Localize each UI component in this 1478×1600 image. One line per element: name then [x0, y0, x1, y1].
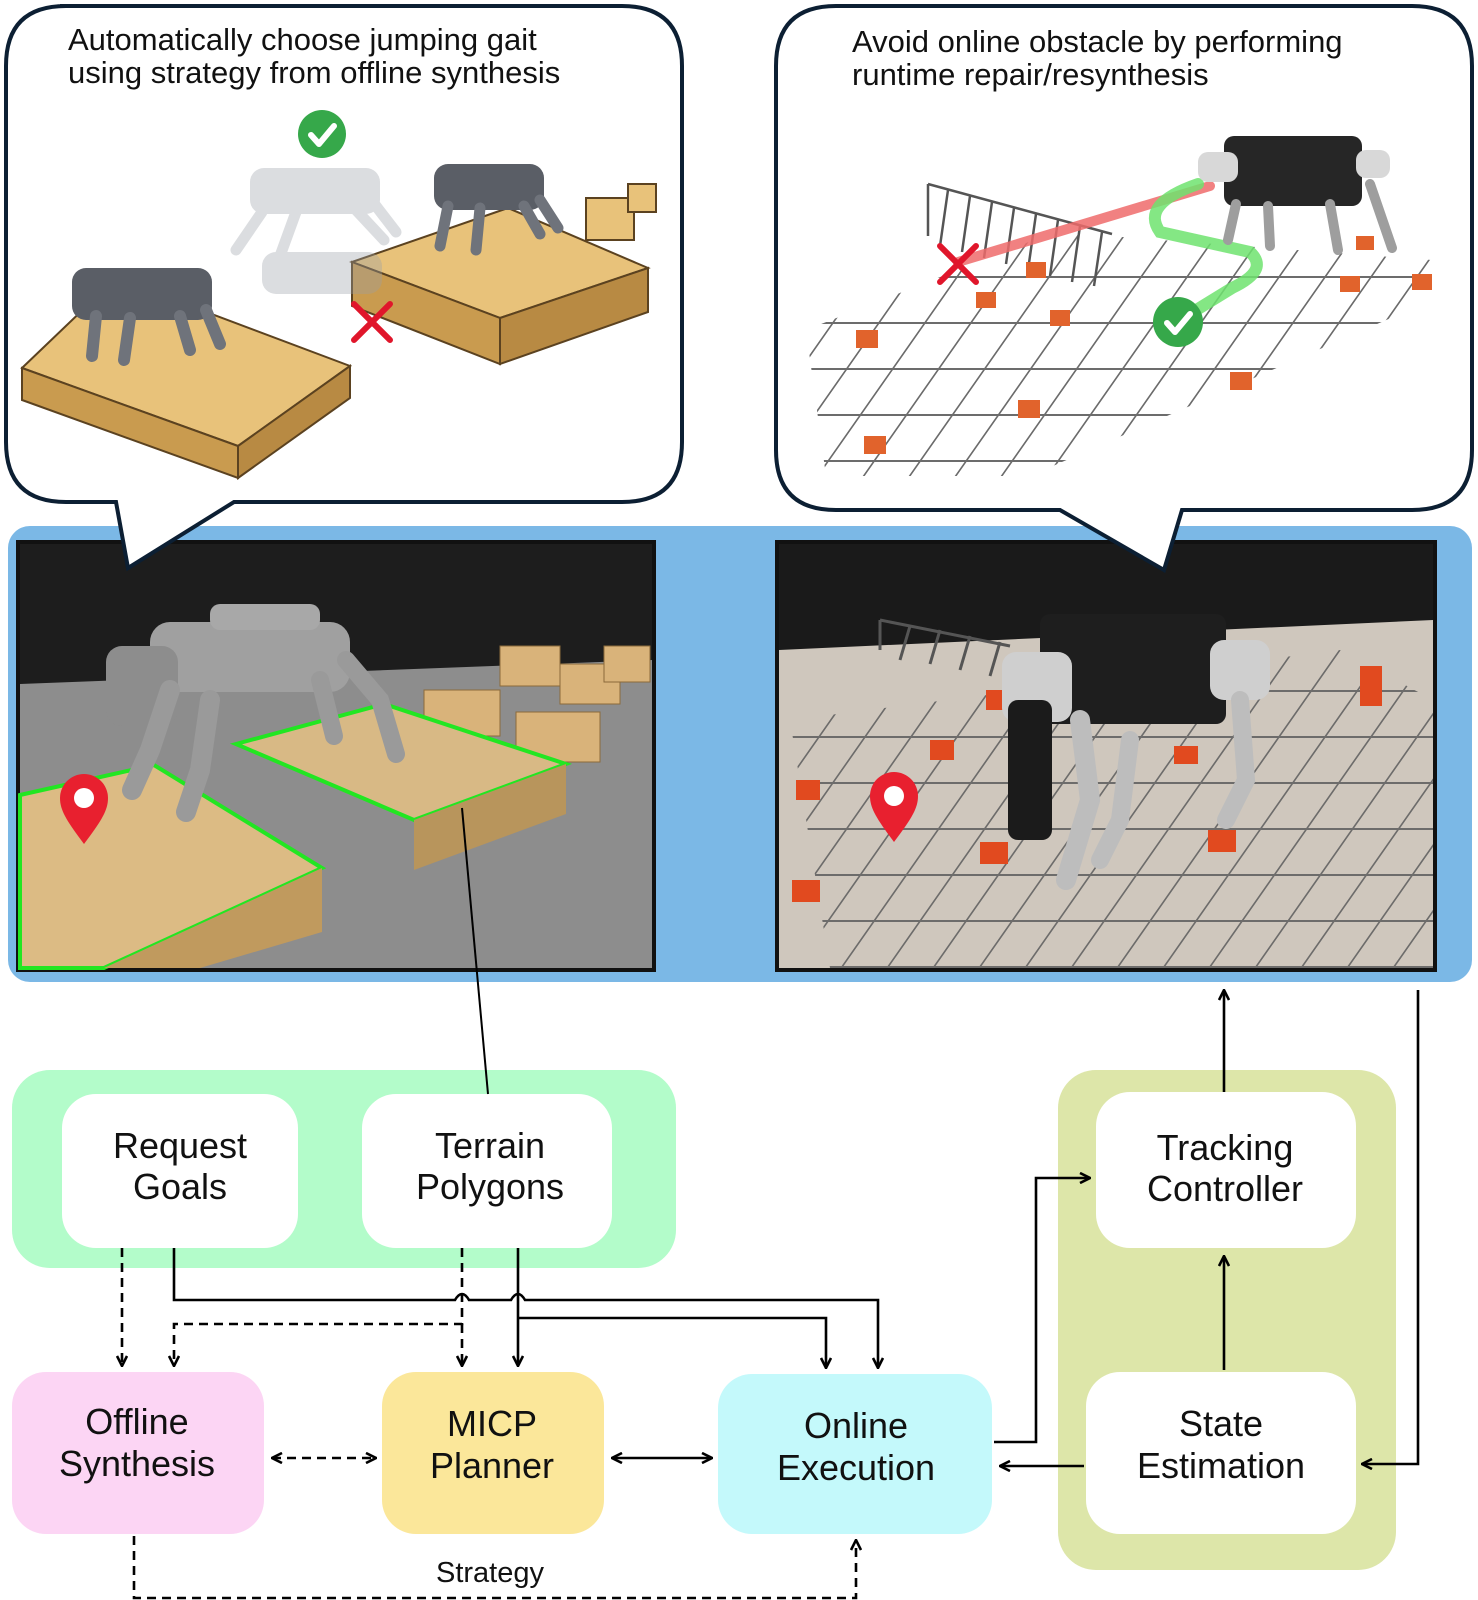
edge-terrain-to-photo: [461, 807, 489, 1095]
bubble-left-line-1: Automatically choose jumping gait: [68, 22, 537, 57]
check-icon: [298, 110, 346, 158]
online-execution-node: Online Execution: [718, 1374, 992, 1534]
bubble-left-line-2: using strategy from offline synthesis: [68, 55, 560, 90]
location-pin-icon: [60, 774, 108, 844]
offline-synthesis-line-1: Offline: [85, 1401, 188, 1442]
bubble-right-line-1: Avoid online obstacle by performing: [852, 24, 1343, 59]
online-execution-line-2: Execution: [777, 1447, 935, 1488]
request-goals-line-1: Request: [113, 1125, 247, 1166]
edge-online-to-tracking: [994, 1178, 1090, 1444]
offline-synthesis-line-2: Synthesis: [59, 1443, 215, 1484]
state-estimation-line-1: State: [1179, 1403, 1263, 1444]
edge-goals-to-online: [172, 1248, 878, 1368]
check-icon: [1153, 297, 1203, 347]
bubble-right: Avoid online obstacle by performing runt…: [774, 4, 1474, 573]
robot-silhouette: [106, 604, 405, 822]
micp-planner-node: MICP Planner: [382, 1372, 604, 1534]
cross-icon: [937, 243, 979, 285]
terrain-polygons-node: Terrain Polygons: [362, 1094, 612, 1248]
strategy-label: Strategy: [436, 1557, 544, 1589]
request-goals-line-2: Goals: [133, 1166, 227, 1207]
robot-silhouette: [1002, 614, 1270, 890]
edge-terrain-to-offline: [174, 1248, 464, 1366]
cross-icon: [351, 301, 393, 343]
robot-ghost: [230, 168, 402, 294]
edge-robot-to-state: [1362, 990, 1420, 1464]
edges: [122, 807, 1420, 1600]
micp-planner-line-1: MICP: [447, 1403, 537, 1444]
photo-obstacle-robot: [775, 540, 1437, 972]
terrain-polygons-line-1: Terrain: [435, 1125, 545, 1166]
tracking-controller-line-1: Tracking: [1157, 1127, 1294, 1168]
bubble-right-line-2: runtime repair/resynthesis: [852, 57, 1209, 92]
robot-illustration: [1198, 136, 1397, 255]
photo-jumping-robot: [16, 540, 656, 972]
request-goals-node: Request Goals: [62, 1094, 298, 1248]
edge-terrain-to-online: [518, 1316, 826, 1368]
offline-synthesis-node: Offline Synthesis: [12, 1372, 264, 1534]
micp-planner-line-2: Planner: [430, 1445, 554, 1486]
tracking-controller-node: Tracking Controller: [1096, 1092, 1356, 1248]
location-pin-icon: [870, 772, 918, 842]
state-estimation-line-2: Estimation: [1137, 1445, 1305, 1486]
tracking-controller-line-2: Controller: [1147, 1168, 1303, 1209]
bubble-left: Automatically choose jumping gait using …: [4, 4, 684, 572]
state-estimation-node: State Estimation: [1086, 1372, 1356, 1534]
edge-strategy: [132, 1536, 856, 1600]
robot-illustration: [434, 164, 564, 256]
terrain-polygons-line-2: Polygons: [416, 1166, 564, 1207]
robot-illustration: [72, 268, 226, 366]
online-execution-line-1: Online: [804, 1405, 908, 1446]
